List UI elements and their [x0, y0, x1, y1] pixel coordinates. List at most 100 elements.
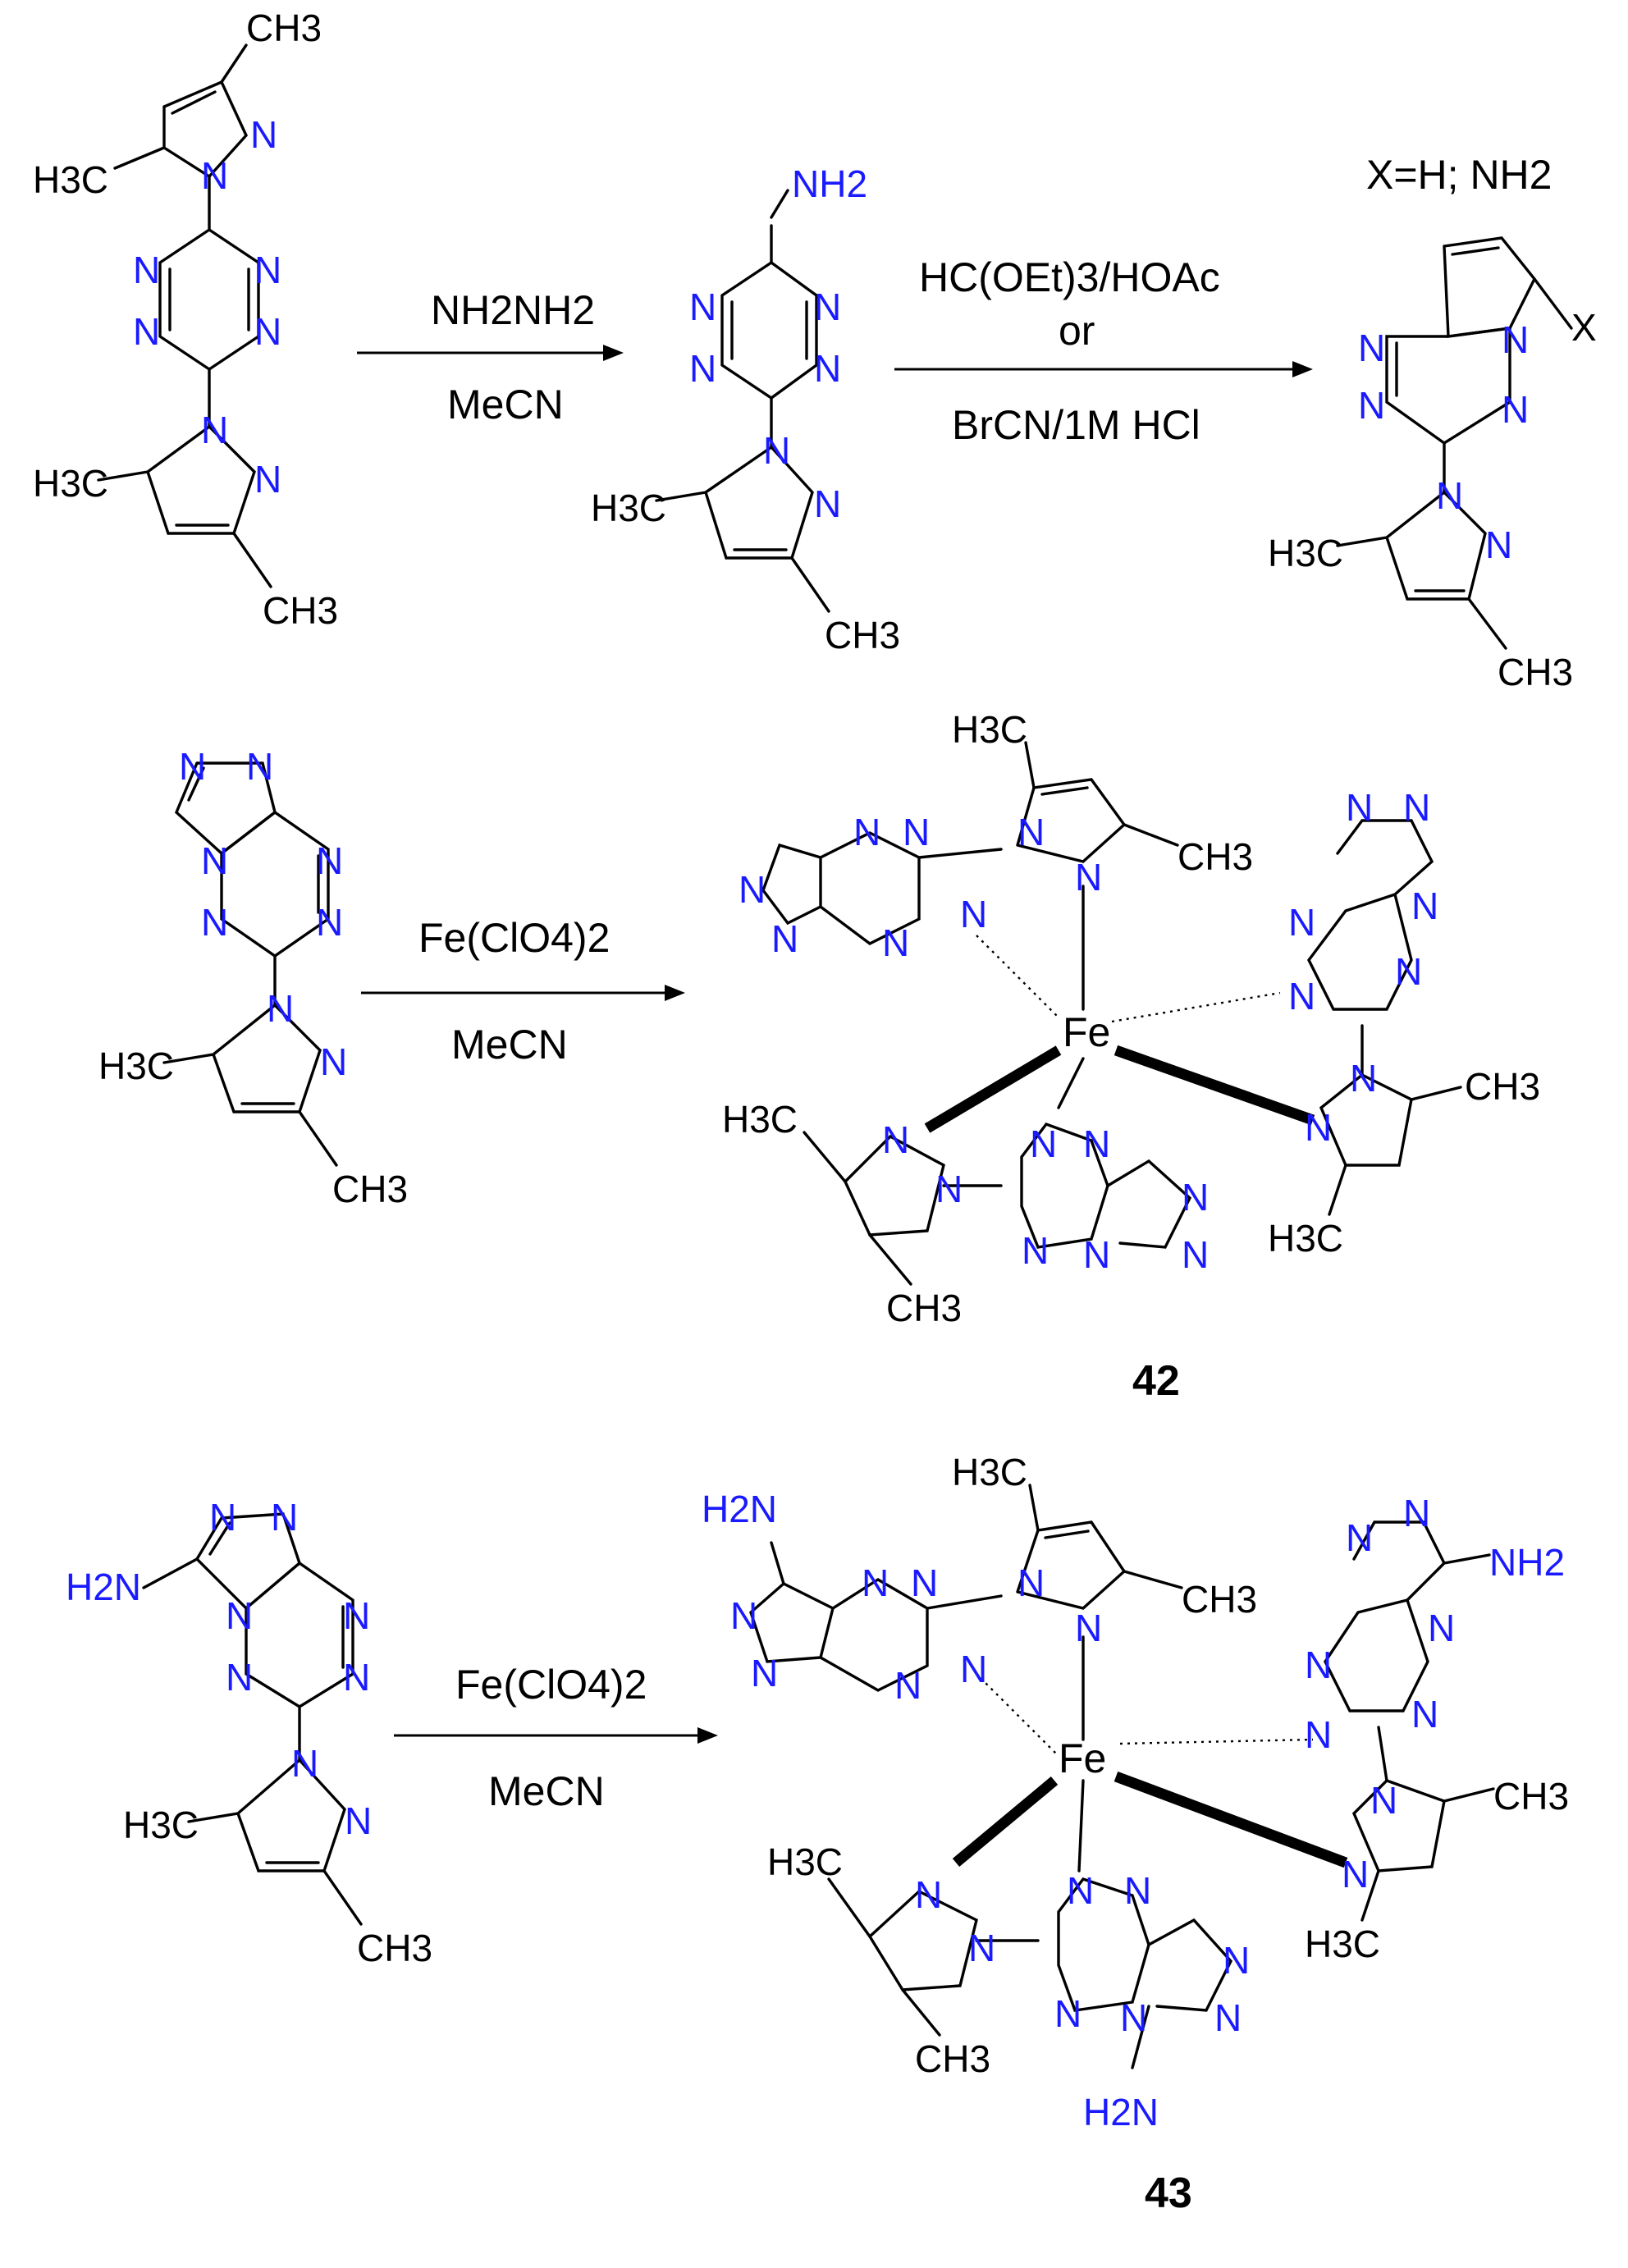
amine-label: NH2 [1489, 1541, 1565, 1584]
n-label: N [911, 1562, 938, 1604]
n-label: N [689, 347, 716, 390]
compound-label-42: 42 [1132, 1357, 1180, 1405]
n-label: N [1075, 856, 1102, 899]
compound-label-43: 43 [1145, 2170, 1192, 2217]
reaction-arrow-3: Fe(ClO4)2 MeCN [361, 915, 685, 1068]
n-label: N [201, 901, 228, 944]
n-label: N [267, 987, 294, 1030]
amine-label: H2N [66, 1566, 141, 1608]
n-label: N [853, 811, 880, 853]
reagent-bottom: MeCN [447, 382, 564, 428]
n-label: N [343, 1656, 370, 1699]
reagent-top: NH2NH2 [431, 287, 595, 333]
n-label: N [1305, 1713, 1332, 1756]
n-label: N [1120, 1996, 1147, 2039]
n-label: N [814, 286, 841, 328]
amine-label: NH2 [792, 162, 867, 205]
n-label: N [133, 249, 160, 291]
methyl-label: H3C [952, 708, 1027, 751]
n-label: N [1182, 1176, 1209, 1219]
substituent-note: X=H; NH2 [1366, 152, 1552, 198]
reagent-bottom: BrCN/1M HCl [952, 402, 1200, 448]
n-label: N [882, 921, 909, 964]
methyl-label: CH3 [263, 589, 338, 632]
n-label: N [1403, 786, 1430, 829]
n-label: N [1018, 811, 1045, 853]
n-label: N [209, 1496, 236, 1539]
n-label: N [1346, 1516, 1373, 1559]
iron-complex-43: Fe H2N H3C CH3 N N N N N N N N N N NH2 N… [702, 1451, 1569, 2217]
n-label: N [1358, 327, 1385, 369]
n-label: N [250, 113, 277, 156]
n-label: N [1182, 1233, 1209, 1276]
n-label: N [814, 347, 841, 390]
n-label: N [226, 1656, 253, 1699]
reagent-top: Fe(ClO4)2 [418, 915, 610, 961]
substituent-label: X [1571, 306, 1597, 349]
n-label: N [201, 839, 228, 882]
n-label: N [1436, 474, 1463, 517]
n-label: N [751, 1652, 778, 1694]
n-label: N [1370, 1779, 1397, 1822]
methyl-label: H3C [1268, 1217, 1343, 1260]
n-label: N [1030, 1123, 1057, 1165]
n-label: N [894, 1664, 921, 1707]
n-label: N [1358, 384, 1385, 427]
n-label: N [1288, 975, 1315, 1017]
fe-label: Fe [1063, 1009, 1110, 1055]
methyl-label: CH3 [825, 614, 900, 656]
n-label: N [763, 429, 790, 472]
methyl-label: H3C [952, 1451, 1027, 1493]
n-label: N [201, 154, 228, 197]
methyl-label: H3C [767, 1840, 843, 1883]
methyl-label: CH3 [1493, 1775, 1569, 1818]
n-label: N [1124, 1869, 1151, 1912]
n-label: N [1288, 901, 1315, 944]
methyl-label: CH3 [332, 1168, 408, 1210]
fused-tetrazine-product: X N N N N N N H3C CH3 [1268, 236, 1597, 693]
methyl-label: H3C [33, 462, 108, 505]
n-label: N [1018, 1562, 1045, 1604]
n-label: N [345, 1799, 372, 1842]
fe-label: Fe [1059, 1735, 1106, 1781]
bis-pyrazolyl-tetrazine: CH3 H3C N N N N N N N N H3C CH3 [33, 7, 338, 632]
n-label: N [935, 1168, 963, 1210]
n-label: N [1350, 1057, 1377, 1100]
n-label: N [1502, 318, 1529, 361]
methyl-label: CH3 [1178, 835, 1253, 878]
methyl-label: H3C [98, 1045, 174, 1087]
methyl-label: H3C [722, 1098, 798, 1141]
n-label: N [903, 811, 930, 853]
reagent-bottom: MeCN [451, 1022, 568, 1068]
n-label: N [1395, 950, 1422, 993]
triazolotetrazine-ligand: N N N N N N N N H3C CH3 [98, 745, 408, 1210]
n-label: N [968, 1927, 995, 1969]
n-label: N [271, 1496, 298, 1539]
methyl-label: CH3 [1182, 1578, 1257, 1621]
methyl-label: CH3 [1465, 1065, 1540, 1108]
n-label: N [179, 745, 206, 788]
n-label: N [254, 249, 281, 291]
n-label: N [1083, 1233, 1110, 1276]
n-label: N [1346, 786, 1373, 829]
n-label: N [1223, 1939, 1250, 1982]
n-label: N [771, 917, 798, 960]
reaction-arrow-1: NH2NH2 MeCN [357, 287, 624, 428]
n-label: N [320, 1040, 347, 1083]
n-label: N [1022, 1229, 1049, 1272]
n-label: N [133, 310, 160, 353]
n-label: N [1214, 1996, 1242, 2039]
n-label: N [1083, 1123, 1110, 1165]
n-label: N [254, 310, 281, 353]
n-label: N [316, 901, 343, 944]
methyl-label: CH3 [915, 2037, 990, 2080]
reagent-bottom: MeCN [488, 1768, 605, 1814]
n-label: N [689, 286, 716, 328]
n-label: N [814, 482, 841, 525]
methyl-label: CH3 [246, 7, 322, 49]
n-label: N [1075, 1607, 1102, 1649]
iron-complex-42: Fe H3C CH3 N N N N N N N N N N N N N N N… [722, 708, 1540, 1405]
n-label: N [1305, 1106, 1332, 1149]
n-label: N [1485, 524, 1512, 566]
